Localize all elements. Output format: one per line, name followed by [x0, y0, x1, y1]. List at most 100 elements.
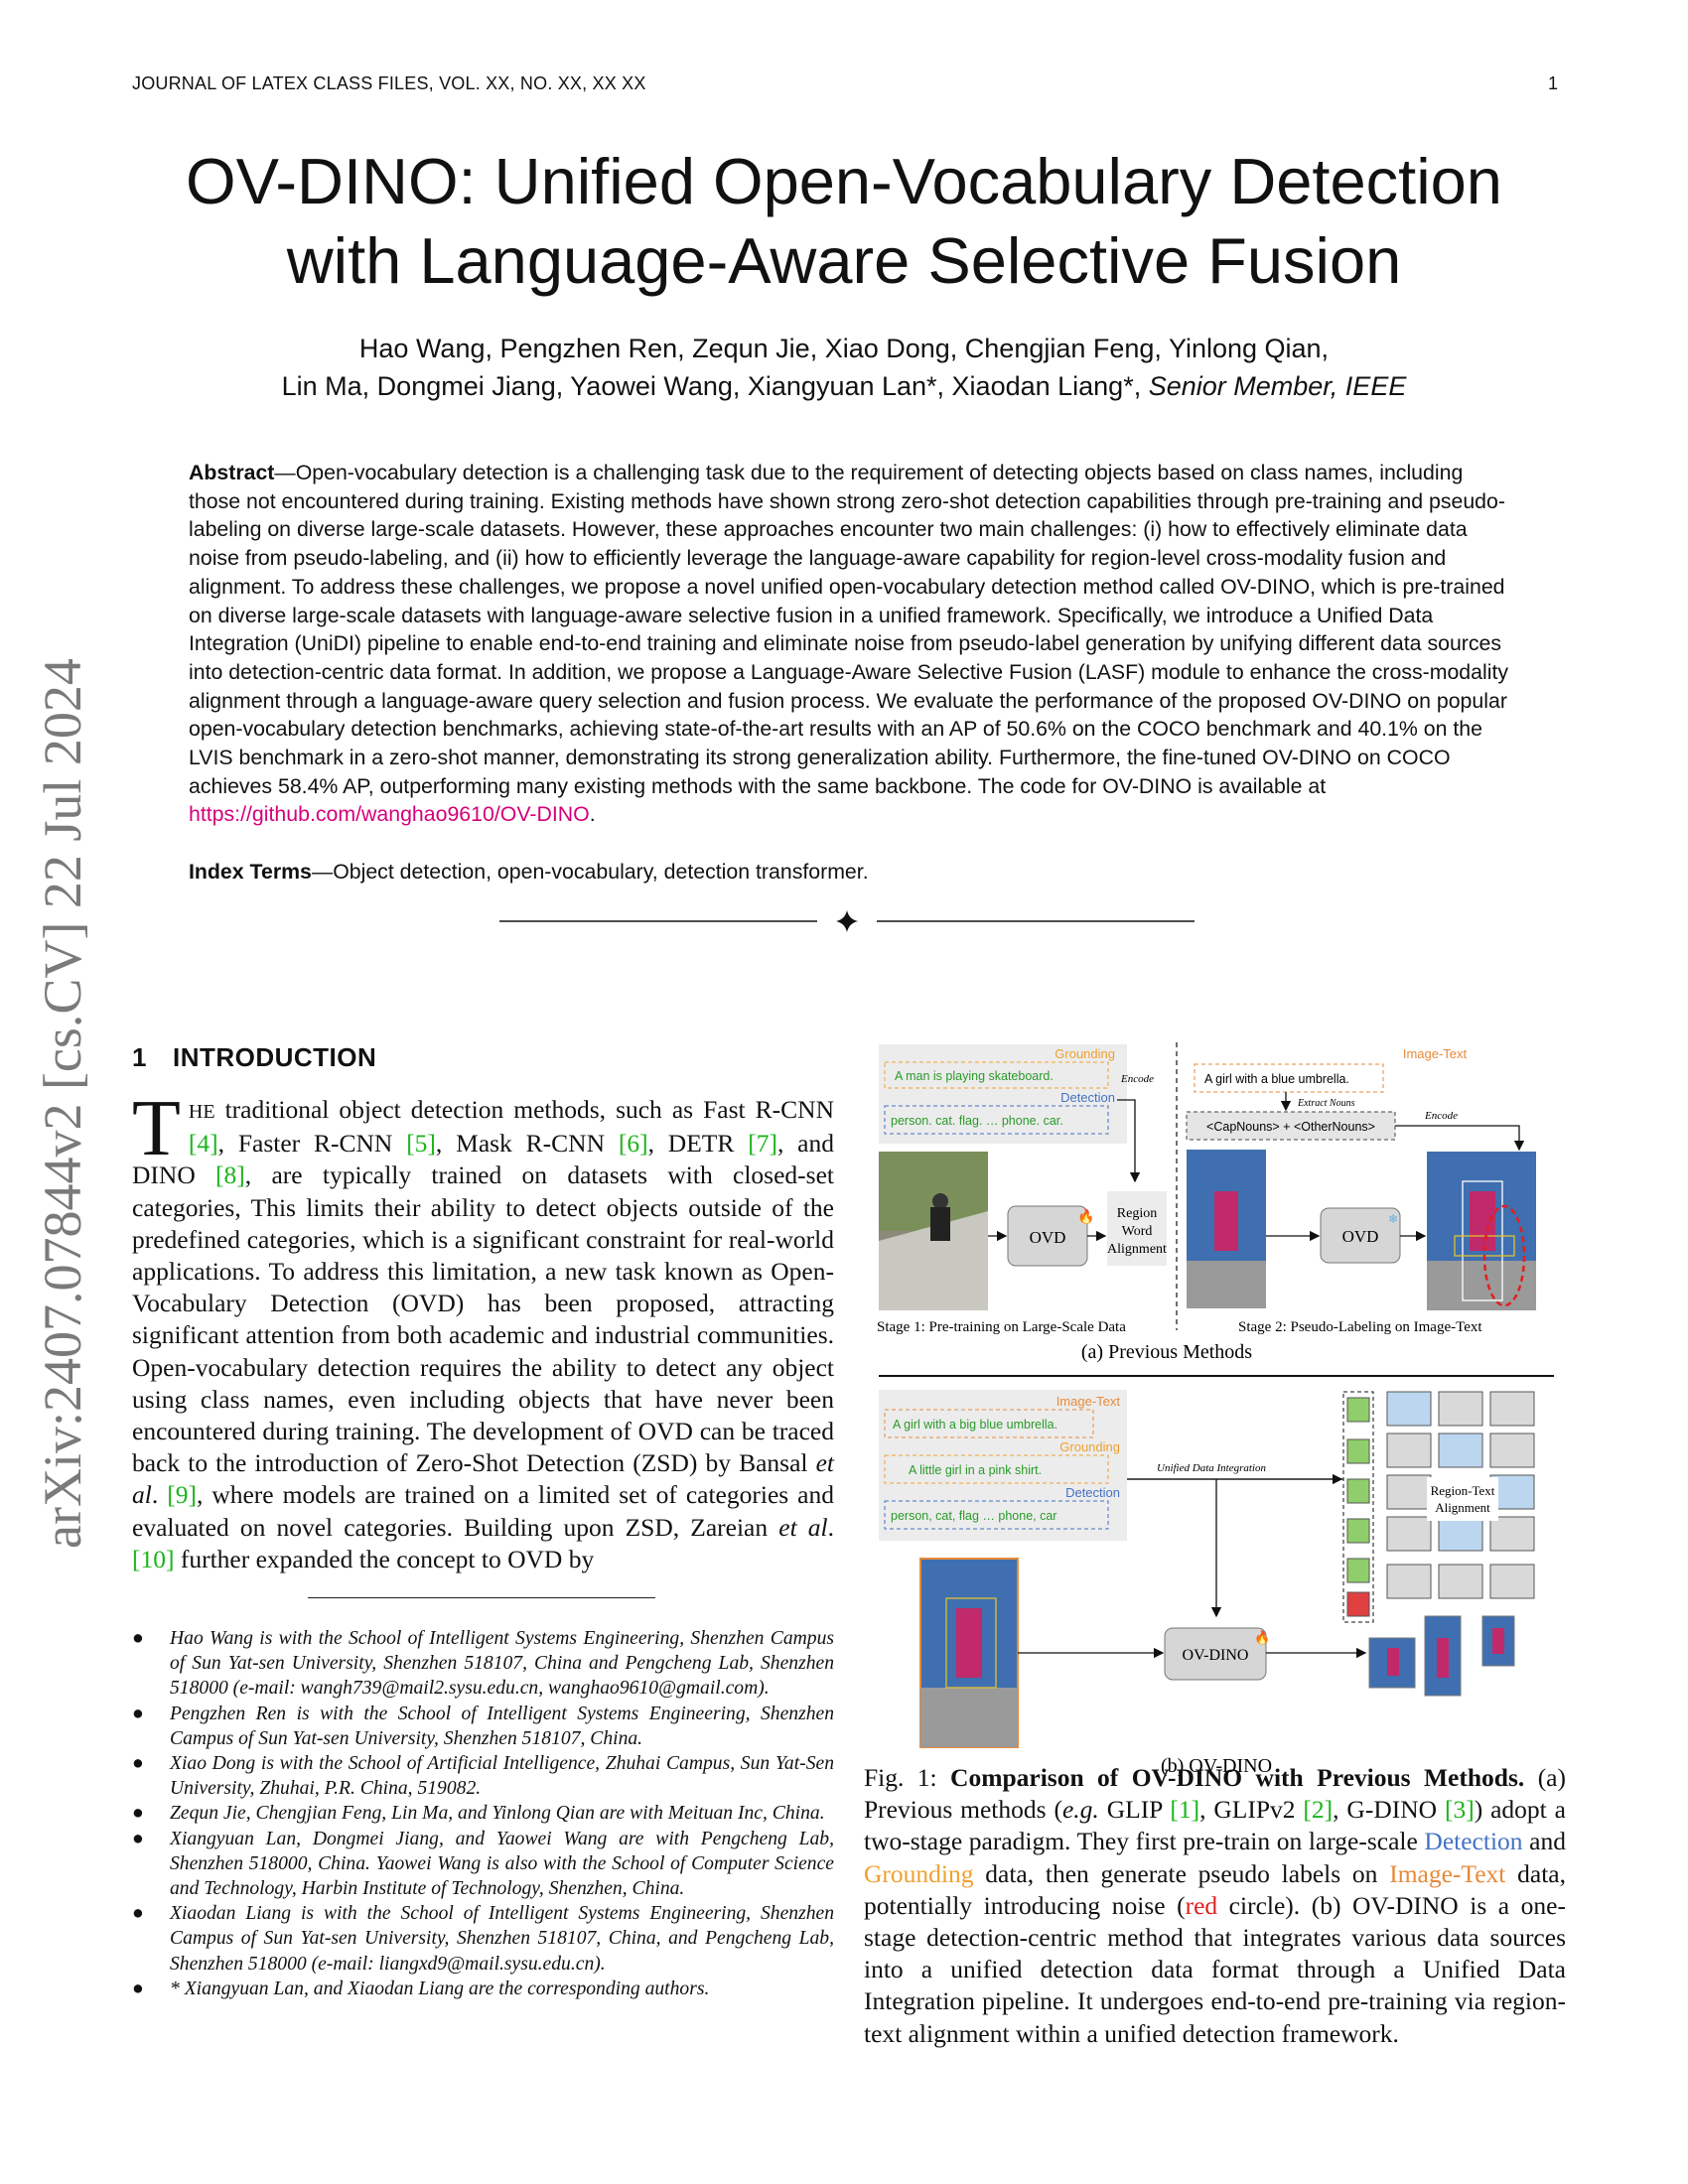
citation-link[interactable]: [1]	[1170, 1795, 1200, 1825]
region-text-line-1: Region-Text	[1431, 1483, 1495, 1498]
intro-text: traditional object detection methods, su…	[214, 1095, 834, 1124]
page-number: 1	[1547, 73, 1558, 93]
crop-figure	[1437, 1638, 1449, 1678]
encode-label: Encode	[1120, 1073, 1154, 1085]
image-text-box-b	[884, 1409, 1094, 1438]
ovdino-label: OV-DINO	[1183, 1647, 1249, 1664]
drop-cap: T	[132, 1085, 181, 1172]
grid-cell	[1489, 1564, 1535, 1599]
noise-red-circle	[1482, 1204, 1526, 1307]
crop-figure	[1387, 1648, 1399, 1676]
alignment-line-3: Alignment	[1107, 1242, 1167, 1257]
detection-box	[884, 1105, 1109, 1135]
footnote-item: ●Zequn Jie, Chengjian Feng, Lin Ma, and …	[132, 1801, 834, 1826]
gt-box-b	[945, 1597, 997, 1689]
detection-text-a: person. cat. flag. … phone. car.	[891, 1114, 1063, 1128]
image-text-box	[1194, 1063, 1384, 1093]
encode-label-2: Encode	[1424, 1110, 1458, 1122]
grounding-box	[884, 1061, 1109, 1089]
encode-arrow	[1117, 1099, 1141, 1183]
citation-link[interactable]: [6]	[618, 1129, 648, 1159]
nouns-box	[1186, 1111, 1396, 1141]
stage1-text-panel	[879, 1044, 1127, 1144]
image-text-label: Image-Text	[1403, 1046, 1468, 1061]
footnote-rule	[308, 1597, 655, 1598]
caption-text: , GLIPv2	[1199, 1795, 1304, 1825]
intro-italic: et al	[778, 1512, 828, 1542]
intro-text: .	[827, 1512, 834, 1542]
crop-figure	[1492, 1628, 1504, 1654]
intro-text: further expanded the concept to OVD by	[174, 1544, 595, 1573]
bullet-icon: ●	[132, 1803, 144, 1825]
caption-text: GLIP	[1098, 1795, 1171, 1825]
text-token-cell	[1346, 1558, 1370, 1583]
region-text-line-2: Alignment	[1435, 1500, 1490, 1515]
section-number: 1	[132, 1042, 147, 1072]
intro-text: , are typically trained on datasets with…	[132, 1160, 834, 1478]
grid-cell	[1489, 1516, 1535, 1552]
paper-title: OV-DINO: Unified Open-Vocabulary Detecti…	[119, 142, 1569, 301]
author-list: Hao Wang, Pengzhen Ren, Zequn Jie, Xiao …	[119, 330, 1569, 405]
title-line-2: with Language-Aware Selective Fusion	[286, 224, 1402, 297]
text-token-cell	[1346, 1397, 1370, 1423]
caption-text: , G-DINO	[1333, 1795, 1445, 1825]
ovd-label: OVD	[1030, 1228, 1066, 1247]
girl-figure	[1214, 1191, 1238, 1251]
text-token-cell	[1346, 1478, 1370, 1504]
citation-link[interactable]: [4]	[188, 1129, 218, 1159]
alignment-label-bg	[1427, 1477, 1498, 1521]
intro-text: , DETR	[647, 1129, 749, 1159]
grounding-label: Grounding	[1055, 1046, 1115, 1061]
section-heading-introduction: 1 Introduction	[132, 1042, 376, 1073]
caption-grounding-word: Grounding	[864, 1858, 974, 1888]
footnote-item: ●* Xiangyuan Lan, and Xiaodan Liang are …	[132, 1977, 834, 2001]
citation-link[interactable]: [9]	[167, 1480, 197, 1510]
code-link[interactable]: https://github.com/wanghao9610/OV-DINO	[189, 802, 590, 827]
text-token-cell	[1346, 1438, 1370, 1464]
footnote-text: Xiao Dong is with the School of Artifici…	[170, 1753, 834, 1800]
footnote-item: ●Xiao Dong is with the School of Artific…	[132, 1751, 834, 1801]
girl-figure-b	[956, 1608, 982, 1678]
subcaption-a: (a) Previous Methods	[1081, 1341, 1252, 1363]
citation-link[interactable]: [8]	[215, 1160, 245, 1190]
citation-link[interactable]: [2]	[1303, 1795, 1334, 1825]
region-word-alignment-box	[1107, 1191, 1167, 1266]
ovd-label-2: OVD	[1342, 1227, 1379, 1246]
grid-cell	[1489, 1433, 1535, 1468]
citation-link[interactable]: [3]	[1444, 1795, 1475, 1825]
abstract-label: Abstract	[189, 461, 275, 484]
intro-italic: et al	[132, 1448, 834, 1510]
footnote-item: ●Xiaodan Liang is with the School of Int…	[132, 1901, 834, 1977]
index-terms-text: —Object detection, open-vocabulary, dete…	[311, 860, 869, 884]
grid-cell	[1386, 1516, 1432, 1552]
detection-text-b: person, cat, flag … phone, car	[891, 1509, 1056, 1523]
grid-cell	[1386, 1474, 1432, 1510]
bullet-icon: ●	[132, 1703, 144, 1724]
caption-italic: e.g.	[1061, 1795, 1099, 1825]
grounding-text-b: A little girl in a pink shirt.	[909, 1463, 1042, 1477]
stage2-caption: Stage 2: Pseudo-Labeling on Image-Text	[1238, 1319, 1482, 1335]
pseudo-box	[1462, 1180, 1503, 1301]
index-terms: Index Terms—Object detection, open-vocab…	[189, 860, 1509, 885]
caption-text: (a) Previous methods (	[864, 1763, 1566, 1825]
photo-ground-b	[920, 1688, 1018, 1747]
footnote-item: ●Hao Wang is with the School of Intellig…	[132, 1626, 834, 1702]
index-terms-label: Index Terms	[189, 860, 312, 884]
unified-integration-label: Unified Data Integration	[1157, 1462, 1266, 1474]
region-crop	[1424, 1615, 1462, 1697]
skater-figure	[932, 1193, 948, 1209]
section-title: Introduction	[172, 1042, 377, 1072]
caption-detection-word: Detection	[1424, 1827, 1523, 1856]
grid-cell-positive	[1438, 1433, 1483, 1468]
subcaption-b: (b) OV-DINO	[1161, 1755, 1272, 1777]
bullet-icon: ●	[132, 1978, 144, 1999]
ovdino-model-box	[1164, 1627, 1267, 1681]
citation-link[interactable]: [7]	[748, 1129, 777, 1159]
grid-cell	[1386, 1564, 1432, 1599]
affiliation-footnotes: ●Hao Wang is with the School of Intellig…	[132, 1626, 834, 2001]
photo-ramp	[879, 1211, 988, 1310]
nouns-text: <CapNouns> + <OtherNouns>	[1206, 1120, 1375, 1134]
citation-link[interactable]: [10]	[132, 1544, 175, 1573]
citation-link[interactable]: [5]	[406, 1129, 436, 1159]
